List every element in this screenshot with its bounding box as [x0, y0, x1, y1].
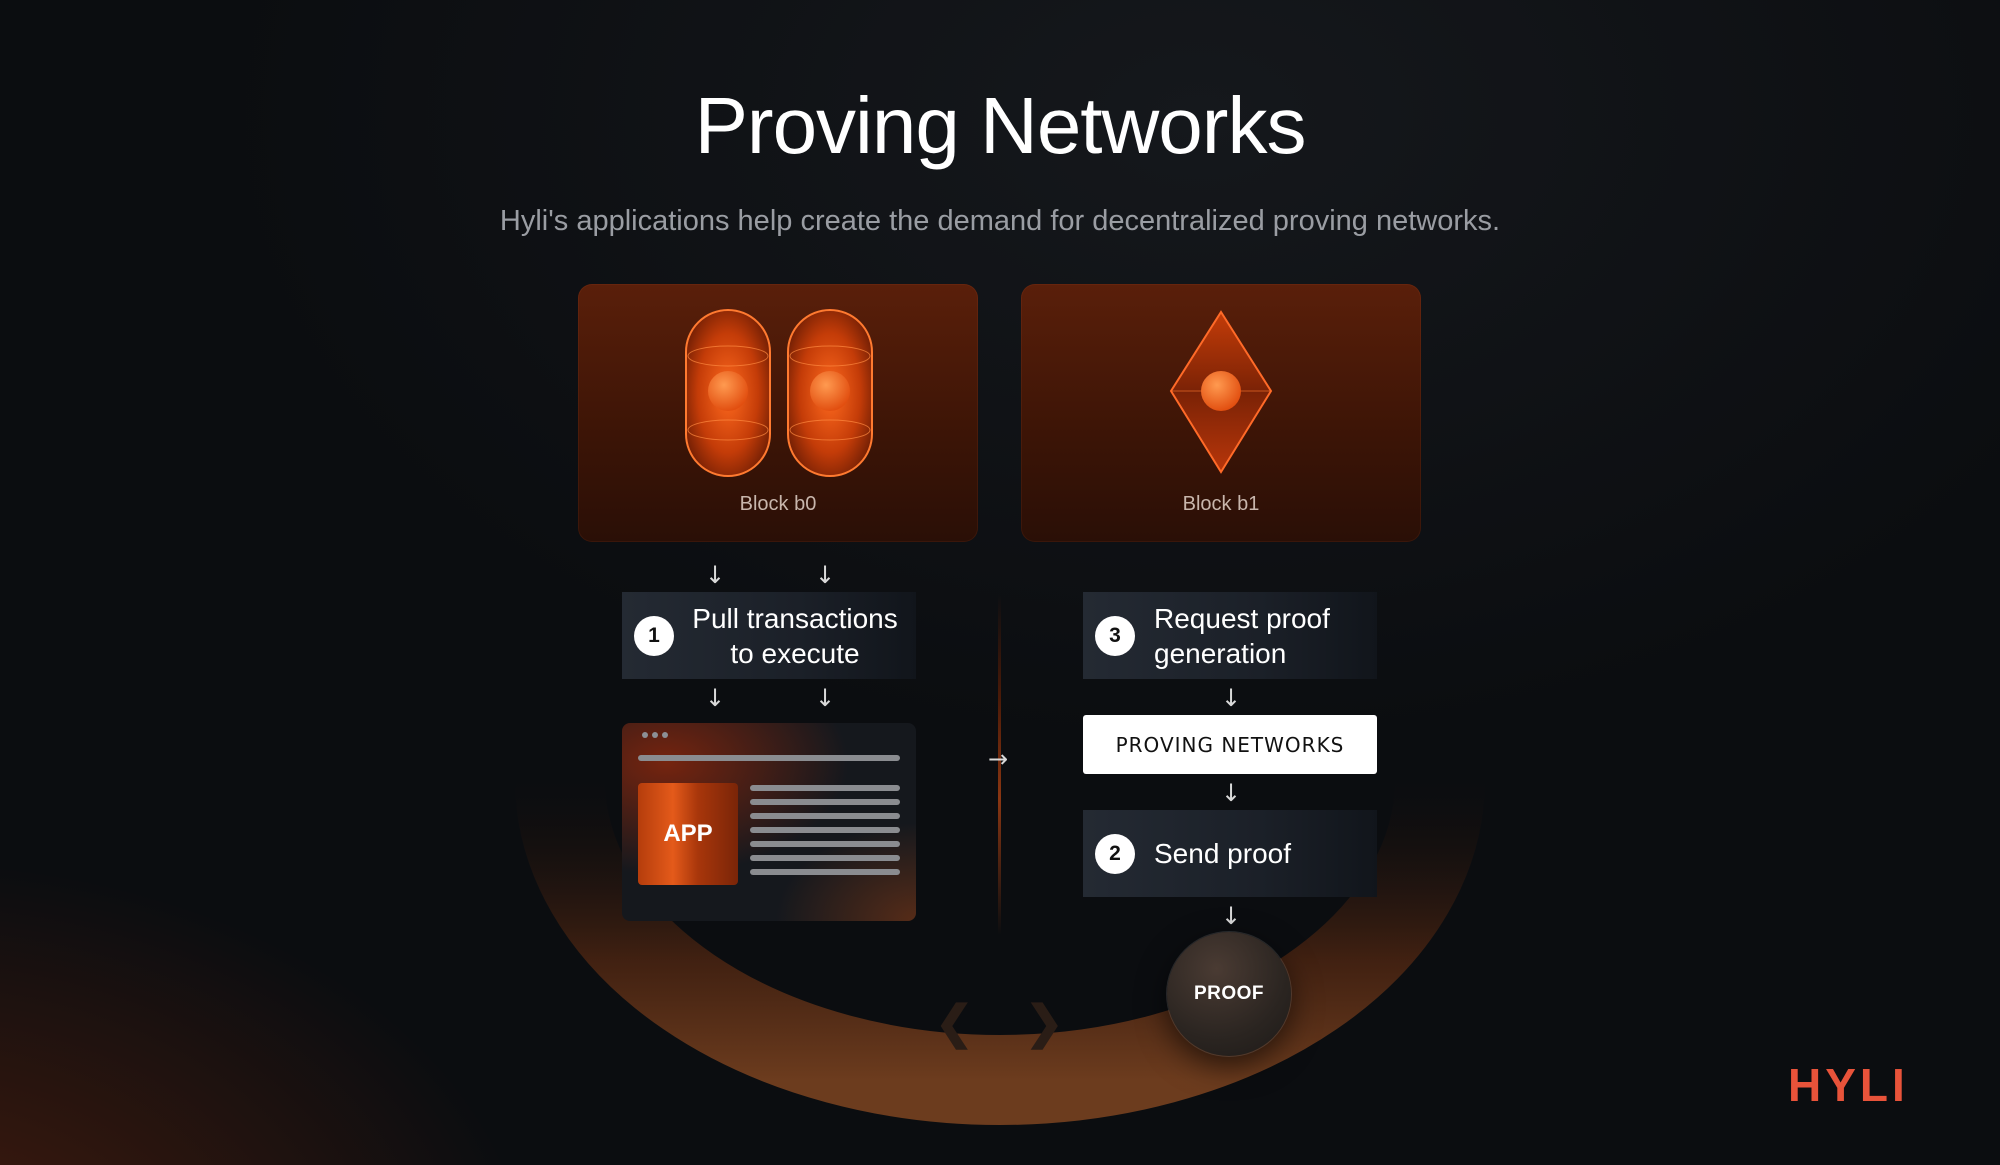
arrow-down-icon: ↓ [1221, 684, 1242, 712]
window-dots [642, 732, 668, 738]
arrow-down-icon: ↓ [815, 684, 836, 712]
divider-line [998, 595, 1001, 935]
address-bar [638, 755, 900, 761]
arrow-down-icon: ↓ [705, 684, 726, 712]
step-request-proof: 3 Request proof generation [1083, 592, 1377, 679]
step-label: Send proof [1154, 838, 1291, 869]
step-send-proof: 2 Send proof [1083, 810, 1377, 897]
proof-badge: PROOF [1167, 932, 1291, 1056]
step-number-badge: 3 [1095, 615, 1135, 656]
arrow-down-icon: ↓ [1221, 779, 1242, 807]
diamond-icon [1169, 310, 1273, 474]
arrow-right-icon: → [988, 745, 1009, 773]
step-label: Request proof generation [1154, 601, 1330, 671]
step-label-line: generation [1154, 637, 1287, 669]
block-b1-caption: Block b1 [1182, 493, 1260, 515]
chevron-left-icon: ❮ [935, 996, 974, 1048]
arrow-down-icon: ↓ [1221, 902, 1242, 930]
app-tile: APP [638, 783, 738, 885]
text-lines-placeholder [750, 785, 900, 883]
proving-networks-box: PROVING NETWORKS [1083, 715, 1377, 774]
hyli-logo: HYLI [1788, 1059, 1909, 1111]
step-label: Pull transactions to execute [674, 601, 916, 671]
step-label-line: Request proof [1154, 602, 1330, 634]
step-label-line: Pull transactions [692, 602, 898, 634]
page-title: Proving Networks [694, 81, 1307, 170]
app-window: APP [622, 723, 916, 921]
step-pull-transactions: 1 Pull transactions to execute [622, 592, 916, 679]
arrow-down-icon: ↓ [705, 561, 726, 589]
block-b1-panel: Block b1 [1021, 284, 1421, 542]
step-label-line: to execute [730, 637, 860, 669]
page-subtitle: Hyli's applications help create the dema… [499, 205, 1501, 237]
step-number-badge: 1 [634, 615, 674, 656]
capsules-icon [685, 309, 873, 477]
chevron-right-icon: ❯ [1025, 996, 1064, 1048]
block-b0-panel: Block b0 [578, 284, 978, 542]
block-b0-caption: Block b0 [739, 493, 817, 515]
arrow-down-icon: ↓ [815, 561, 836, 589]
step-number-badge: 2 [1095, 833, 1135, 874]
